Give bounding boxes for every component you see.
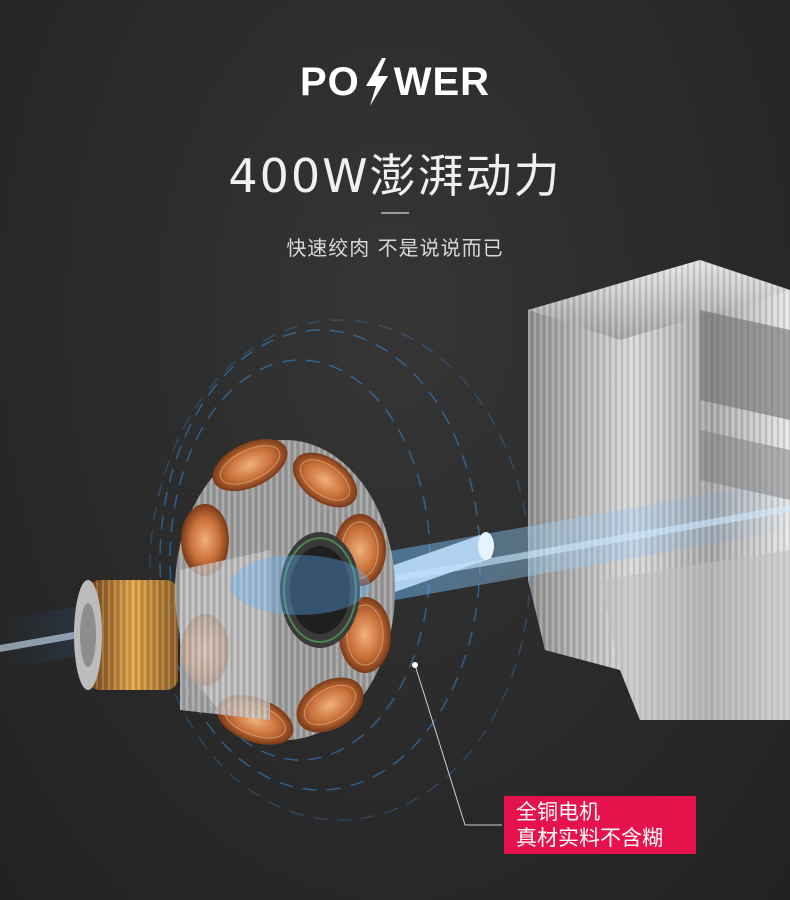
copper-motor-stator-icon [175,438,395,745]
commutator-icon [74,580,178,690]
power-logo: PO WER [0,52,790,112]
power-logo-left: PO [299,59,360,104]
subtitle: 快速绞肉 不是说说而已 [286,236,504,260]
power-logo-right: WER [393,59,491,104]
title-divider [381,212,409,214]
callout-pointer [414,664,502,826]
steel-blade-block-icon [528,260,790,720]
lightning-bolt-icon [365,58,388,106]
page-title: 400W澎湃动力 [228,149,562,203]
callout-line-2: 真材实料不含糊 [516,826,663,850]
callout-line-1: 全铜电机 [516,800,600,824]
feature-callout: 全铜电机 真材实料不含糊 [504,796,696,854]
motor-illustration [0,260,790,826]
